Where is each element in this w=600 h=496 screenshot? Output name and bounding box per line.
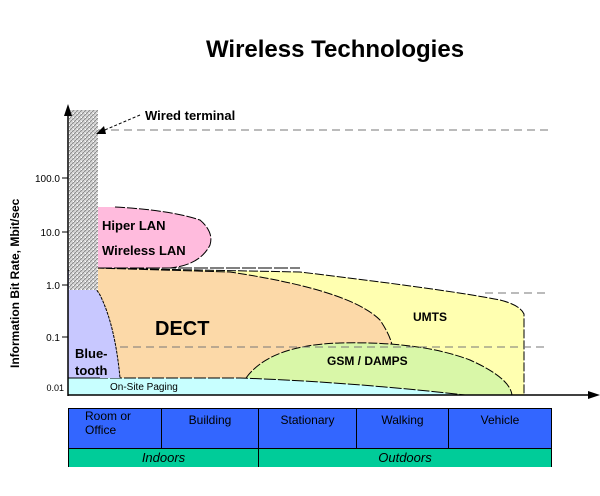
cell-text-line: Office (85, 423, 117, 437)
cell-walking: Walking (357, 409, 449, 448)
x-axis-arrow-icon (588, 391, 600, 399)
region-umts-border (94, 267, 525, 395)
arrow-head-icon (96, 126, 106, 134)
region-gsm-damps-border (245, 342, 513, 396)
label-bluetooth-2: tooth (75, 363, 108, 378)
label-gsm-damps: GSM / DAMPS (327, 354, 408, 368)
chart-title: Wireless Technologies (205, 36, 465, 63)
cell-text-line: Room or (85, 409, 132, 423)
y-tick-label: 10.0 (41, 228, 61, 239)
region-hiper-lan (98, 207, 211, 268)
region-bluetooth (68, 270, 120, 378)
region-on-site-paging (68, 378, 465, 395)
cell-stationary: Stationary (259, 409, 357, 448)
label-hiper-lan: Hiper LAN (102, 218, 166, 233)
y-tick-label: 1.0 (46, 281, 60, 292)
y-tick-label: 100.0 (35, 174, 60, 185)
cell-text: Building (188, 413, 232, 427)
cell-text: Stationary (280, 413, 335, 427)
y-tick-label: 0.01 (46, 383, 64, 393)
label-wireless-lan: Wireless LAN (102, 243, 186, 258)
location-row: Indoors Outdoors (69, 448, 551, 467)
label-on-site-paging: On-Site Paging (110, 382, 178, 393)
cell-building: Building (162, 409, 259, 448)
label-umts: UMTS (413, 310, 447, 324)
y-axis-arrow-icon (64, 104, 72, 116)
cell-text: Walking (381, 413, 424, 427)
region-hiper-lan-border (114, 206, 212, 269)
label-bluetooth-1: Blue- (75, 346, 108, 361)
cell-outdoors: Outdoors (378, 450, 432, 465)
annotation-wired-terminal: Wired terminal (145, 108, 235, 123)
cell-indoors: Indoors (69, 449, 259, 467)
y-tick-label: 0.1 (46, 333, 60, 344)
cell-text: Vehicle (480, 413, 520, 427)
region-wired-terminal (69, 110, 98, 290)
annotation-arrow (99, 114, 141, 133)
region-on-site-paging-border (68, 377, 466, 396)
cell-vehicle: Vehicle (449, 409, 551, 448)
region-dect-border (94, 267, 393, 346)
label-dect: DECT (155, 318, 209, 340)
y-axis-label: Information Bit Rate, Mbit/sec (8, 198, 22, 368)
